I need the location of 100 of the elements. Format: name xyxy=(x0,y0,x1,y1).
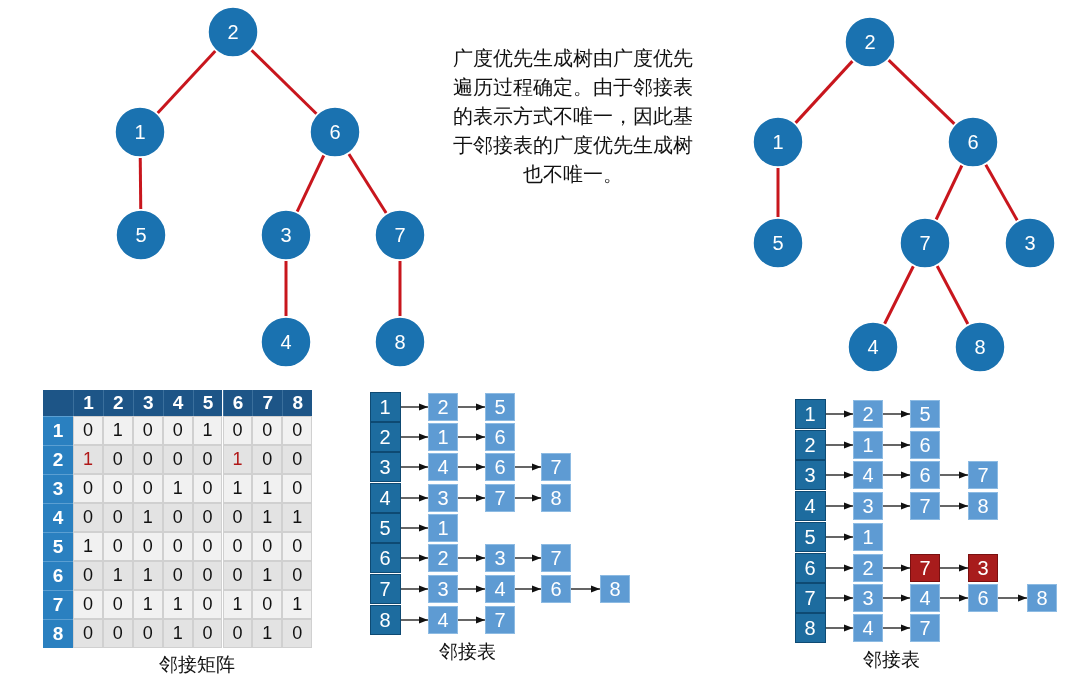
table-cell: 1 xyxy=(252,561,283,590)
table-cell: 0 xyxy=(73,590,103,619)
table-cell: 0 xyxy=(282,561,313,590)
list-entry-box: 3 xyxy=(428,575,458,603)
column-header-cell: 3 xyxy=(132,390,163,416)
table-cell: 0 xyxy=(222,532,253,561)
list-head-cell: 2 xyxy=(794,430,826,460)
table-cell: 0 xyxy=(132,532,163,561)
row-header-cell: 3 xyxy=(43,474,73,503)
tree-edge xyxy=(295,154,326,213)
list-entry-box: 6 xyxy=(910,431,940,459)
table-cell: 0 xyxy=(222,416,253,445)
table-cell: 0 xyxy=(282,619,313,648)
table-cell: 1 xyxy=(252,503,283,532)
table-cell: 0 xyxy=(73,474,103,503)
table-cell: 0 xyxy=(73,561,103,590)
list-head-cell: 1 xyxy=(369,392,401,422)
table-cell: 0 xyxy=(222,503,253,532)
arrow xyxy=(824,441,854,449)
list-entry-box: 6 xyxy=(485,423,515,451)
table-cell: 0 xyxy=(192,445,223,474)
table-cell: 0 xyxy=(192,590,223,619)
tree-edge xyxy=(138,158,143,209)
table-cell: 0 xyxy=(102,474,133,503)
list-head-cell: 5 xyxy=(794,522,826,552)
row-header-cell: 7 xyxy=(43,590,73,619)
table-cell: 1 xyxy=(162,590,193,619)
table-cell: 1 xyxy=(222,445,253,474)
table-cell: 0 xyxy=(192,503,223,532)
arrow xyxy=(824,410,854,418)
list-head-cell: 3 xyxy=(369,452,401,482)
arrow xyxy=(882,471,911,479)
table-cell: 0 xyxy=(102,503,133,532)
row-header-cell: 2 xyxy=(43,445,73,474)
column-header-cell: 4 xyxy=(162,390,193,416)
table-cell: 0 xyxy=(162,445,193,474)
arrow xyxy=(997,594,1028,602)
tree-edge xyxy=(984,163,1019,222)
list-entry-box: 7 xyxy=(910,614,940,642)
list-entry-box: 3 xyxy=(853,584,883,612)
table-cell: 0 xyxy=(222,561,253,590)
arrow xyxy=(939,502,969,510)
table-cell: 0 xyxy=(222,619,253,648)
arrow xyxy=(457,403,486,411)
arrow xyxy=(882,564,911,572)
tree-edge xyxy=(935,265,970,325)
tree-edge xyxy=(776,168,780,217)
list-head-cell: 8 xyxy=(794,613,826,643)
list-head-cell: 4 xyxy=(794,491,826,521)
table-cell: 1 xyxy=(73,445,103,474)
list-entry-box: 8 xyxy=(600,575,630,603)
arrow xyxy=(824,594,854,602)
table-cell: 1 xyxy=(282,503,313,532)
list-entry-box: 8 xyxy=(968,492,998,520)
list-entry-box: 7 xyxy=(910,492,940,520)
list-entry-box: 3 xyxy=(968,554,998,582)
column-header-cell: 8 xyxy=(282,390,313,416)
list-entry-box: 3 xyxy=(485,544,515,572)
list-head-cell: 7 xyxy=(369,574,401,604)
list-entry-box: 4 xyxy=(853,461,883,489)
tree-edge xyxy=(883,265,915,325)
table-cell: 1 xyxy=(282,590,313,619)
tree-edge xyxy=(284,261,288,316)
arrow xyxy=(824,502,854,510)
list-entry-box: 2 xyxy=(853,554,883,582)
table-cell: 0 xyxy=(192,474,223,503)
table-cell: 0 xyxy=(192,561,223,590)
tree-node-circle: 4 xyxy=(260,316,312,368)
list-entry-box: 2 xyxy=(853,400,883,428)
list-entry-box: 7 xyxy=(910,554,940,582)
arrow xyxy=(514,585,542,593)
arrow xyxy=(457,585,486,593)
table-cell: 0 xyxy=(102,619,133,648)
arrow xyxy=(514,554,542,562)
table-cell: 0 xyxy=(192,619,223,648)
tree-node-circle: 6 xyxy=(947,116,999,168)
table-cell: 0 xyxy=(282,532,313,561)
arrow xyxy=(514,494,542,502)
table-cell: 0 xyxy=(162,561,193,590)
list-entry-box: 4 xyxy=(428,453,458,481)
table-cell: 0 xyxy=(252,590,283,619)
table-cell: 0 xyxy=(192,532,223,561)
arrow xyxy=(882,624,911,632)
table-cell: 1 xyxy=(132,561,163,590)
table-cell: 0 xyxy=(132,474,163,503)
table-cell: 0 xyxy=(73,619,103,648)
list-entry-box: 1 xyxy=(853,523,883,551)
table-cell: 1 xyxy=(192,416,223,445)
row-header-cell: 1 xyxy=(43,416,73,445)
tree-node-circle: 5 xyxy=(752,217,804,269)
list-entry-box: 1 xyxy=(853,431,883,459)
list-entry-box: 6 xyxy=(485,453,515,481)
arrow xyxy=(399,494,429,502)
arrow xyxy=(514,463,542,471)
list-head-cell: 8 xyxy=(369,605,401,635)
arrow xyxy=(882,410,911,418)
arrow xyxy=(399,616,429,624)
list-entry-box: 1 xyxy=(428,514,458,542)
list-head-cell: 4 xyxy=(369,483,401,513)
list-entry-box: 5 xyxy=(910,400,940,428)
